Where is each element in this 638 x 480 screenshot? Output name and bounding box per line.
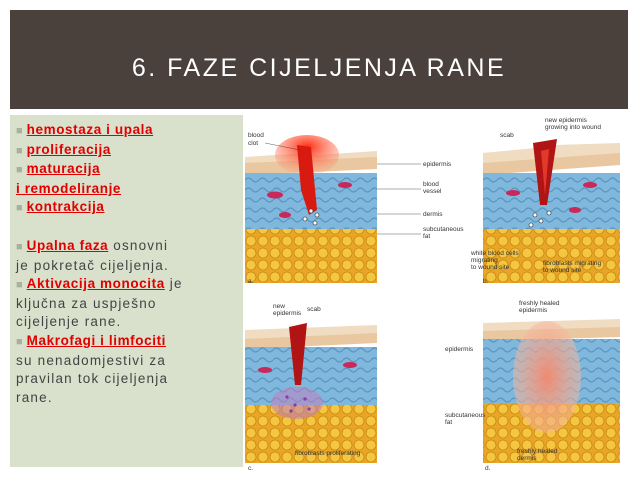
bullet-square-icon: ■ bbox=[16, 202, 23, 215]
highlight-text: Aktivacija monocita bbox=[26, 276, 165, 292]
label-subcutaneous-fat: subcutaneous bbox=[423, 226, 464, 233]
wound-healing-illustration: blood clot epidermis blood vessel dermis… bbox=[245, 115, 628, 475]
text-panel bbox=[10, 115, 243, 467]
label-freshly-healed-epidermis: freshly healed bbox=[519, 300, 560, 307]
highlight-text: Makrofagi i limfociti bbox=[26, 332, 167, 348]
label-fibroblasts-migrating: to wound site bbox=[543, 267, 582, 274]
title-bar: 6. FAZE CIJELJENJA RANE bbox=[10, 10, 628, 109]
bullet-square-icon: ■ bbox=[16, 240, 23, 253]
label-subcutaneous-fat: fat bbox=[445, 419, 452, 426]
paragraph-text: ključna za uspješno bbox=[16, 295, 157, 311]
label-scab: scab bbox=[307, 306, 321, 313]
panel-letter: c. bbox=[248, 465, 253, 472]
panel-letter: d. bbox=[485, 465, 491, 472]
slide-title: 6. FAZE CIJELJENJA RANE bbox=[131, 54, 507, 82]
bullet-continuation: i remodeliranje bbox=[16, 180, 242, 199]
label-new-epidermis: epidermis bbox=[273, 310, 302, 317]
paragraph-text: pravilan tok cijeljenja bbox=[16, 371, 169, 387]
paragraph-makrofagi: ■Makrofagi i limfociti su nenadomjestivi… bbox=[16, 332, 242, 407]
label-blood-vessel: vessel bbox=[423, 188, 442, 195]
label-subcutaneous-fat: subcutaneous bbox=[445, 412, 486, 419]
bullet-item: ■kontrakcija bbox=[16, 198, 242, 218]
label-freshly-healed-epidermis: epidermis bbox=[519, 307, 548, 314]
label-fibroblasts-proliferating: fibroblasts proliferating bbox=[295, 450, 361, 457]
panel-letter: a. bbox=[248, 278, 254, 285]
bullet-square-icon: ■ bbox=[16, 335, 23, 348]
panel-c: new epidermis scab fibroblasts prolifera… bbox=[245, 303, 377, 472]
label-epidermis: epidermis bbox=[445, 346, 474, 353]
panel-b: new epidermis growing into wound scab wh… bbox=[470, 117, 620, 285]
label-blood-clot: clot bbox=[248, 140, 258, 147]
bullet-proliferacija: proliferacija bbox=[26, 141, 111, 157]
label-epidermis: epidermis bbox=[423, 161, 452, 168]
paragraph-text: su nenadomjestivi za bbox=[16, 352, 167, 368]
paragraph-text: je bbox=[164, 276, 183, 292]
label-blood-clot: blood bbox=[248, 132, 264, 139]
slide-text: ■hemostaza i upala ■proliferacija ■matur… bbox=[16, 121, 242, 407]
paragraph-text: je pokretač cijeljenja. bbox=[16, 257, 169, 273]
paragraph-text: osnovni bbox=[108, 237, 169, 253]
label-new-epidermis: new bbox=[273, 303, 285, 310]
label-subcutaneous-fat: fat bbox=[423, 233, 430, 240]
label-freshly-healed-dermis: freshly healed bbox=[517, 448, 558, 455]
bullet-square-icon: ■ bbox=[16, 125, 23, 137]
paragraph-text: cijeljenje rane. bbox=[16, 314, 122, 330]
label-new-epidermis: new epidermis bbox=[545, 117, 588, 124]
label-dermis: dermis bbox=[423, 211, 443, 218]
paragraph-text: rane. bbox=[16, 389, 53, 405]
label-blood-vessel: blood bbox=[423, 181, 439, 188]
panel-d: freshly healed epidermis epidermis subcu… bbox=[445, 300, 620, 472]
bullet-square-icon: ■ bbox=[16, 144, 23, 157]
bullet-kontrakcija: kontrakcija bbox=[26, 199, 105, 215]
label-scab: scab bbox=[500, 132, 514, 139]
bullet-square-icon: ■ bbox=[16, 279, 23, 292]
bullet-remodeliranje: i remodeliranje bbox=[16, 180, 122, 196]
bullet-item: ■maturacija bbox=[16, 160, 242, 180]
panel-letter: b. bbox=[483, 278, 489, 285]
paragraph-upalna-faza: ■Upalna faza osnovni je pokretač cijelje… bbox=[16, 237, 242, 275]
label-freshly-healed-dermis: dermis bbox=[517, 455, 537, 462]
label-white-blood-cells: white blood cells bbox=[470, 250, 519, 257]
paragraph-aktivacija: ■Aktivacija monocita je ključna za uspje… bbox=[16, 275, 242, 332]
bullet-item: ■proliferacija bbox=[16, 141, 242, 161]
bullet-item: ■hemostaza i upala bbox=[16, 121, 242, 141]
label-new-epidermis: growing into wound bbox=[545, 124, 601, 131]
label-white-blood-cells: to wound site bbox=[471, 264, 510, 271]
bullet-maturacija: maturacija bbox=[26, 161, 101, 177]
highlight-text: Upalna faza bbox=[26, 237, 109, 253]
bullet-hemostaza: hemostaza i upala bbox=[26, 122, 154, 137]
panel-a: blood clot epidermis blood vessel dermis… bbox=[245, 132, 464, 285]
bullet-square-icon: ■ bbox=[16, 164, 23, 177]
label-white-blood-cells: migrating bbox=[471, 257, 498, 264]
label-fibroblasts-migrating: fibroblasts migrating bbox=[543, 260, 602, 267]
